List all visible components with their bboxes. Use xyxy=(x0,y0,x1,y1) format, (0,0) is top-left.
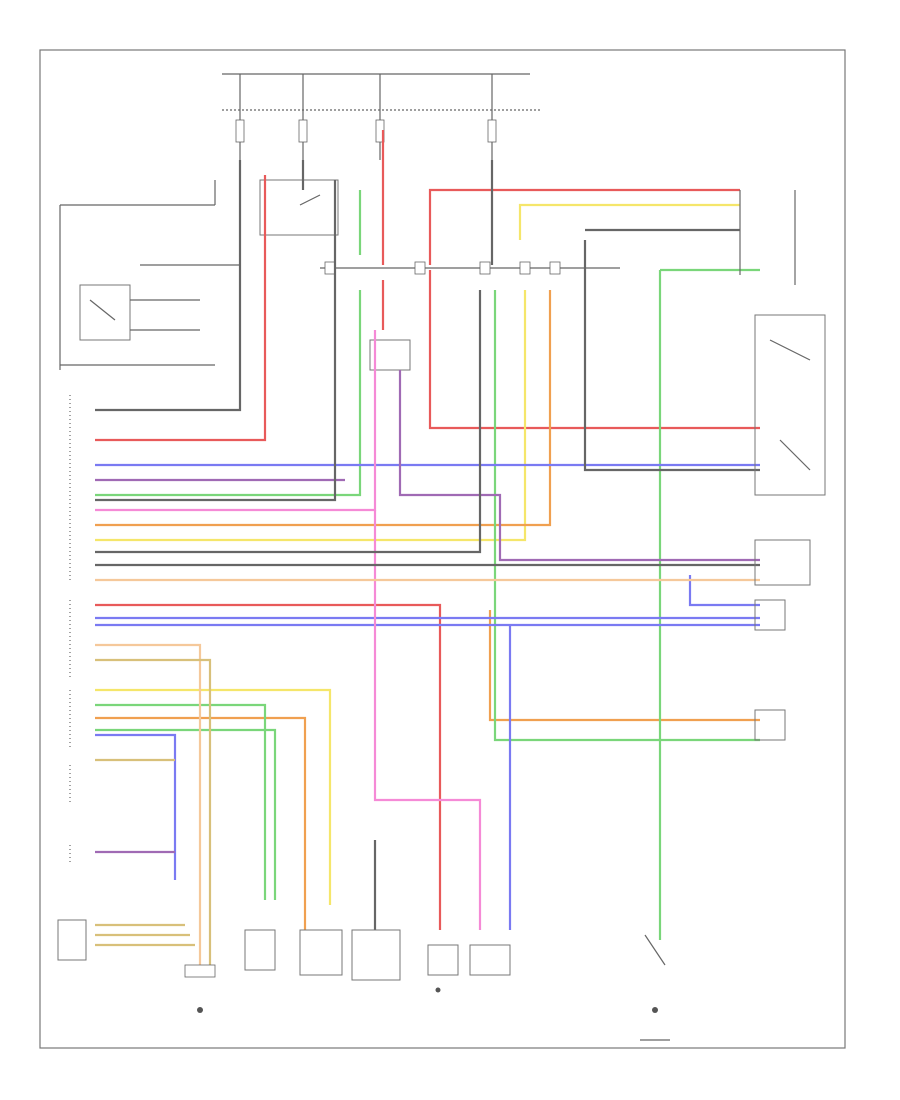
green-wire xyxy=(493,290,760,742)
pink-wire xyxy=(95,330,377,512)
throttle-position-sensor xyxy=(754,314,826,496)
yellow-wire xyxy=(95,688,332,905)
wire-harness xyxy=(95,130,760,965)
diagram-frame xyxy=(39,49,846,1049)
green-wire xyxy=(95,728,277,900)
tan-wire xyxy=(95,658,212,965)
pressure-switch-box xyxy=(754,539,811,586)
center-relay xyxy=(259,179,411,371)
orange-wire xyxy=(95,290,552,527)
green-wire xyxy=(95,290,362,497)
blue-wire xyxy=(688,575,760,607)
bottom-components xyxy=(57,919,670,1041)
violet-wire xyxy=(398,370,760,562)
green-wire xyxy=(95,703,267,900)
speed-sensor-box xyxy=(754,599,786,741)
power-supply-section xyxy=(222,73,540,160)
orange-wire xyxy=(95,716,307,930)
black-wire xyxy=(95,160,242,412)
orange-wire xyxy=(488,610,760,722)
peach-wire xyxy=(95,643,202,965)
yellow-wire xyxy=(95,290,527,542)
black-wire xyxy=(95,290,482,554)
pink-wire xyxy=(373,510,482,930)
red-wire xyxy=(428,188,740,265)
connector-row-top xyxy=(320,261,620,275)
blue-wire xyxy=(95,733,177,880)
black-wire xyxy=(583,240,760,472)
right-connector-top xyxy=(739,190,796,285)
red-wire xyxy=(95,603,442,930)
main-relay-block xyxy=(59,180,240,370)
red-wire xyxy=(95,175,267,442)
red-wire xyxy=(428,270,760,430)
black-wire xyxy=(95,180,337,502)
yellow-wire xyxy=(518,203,740,240)
